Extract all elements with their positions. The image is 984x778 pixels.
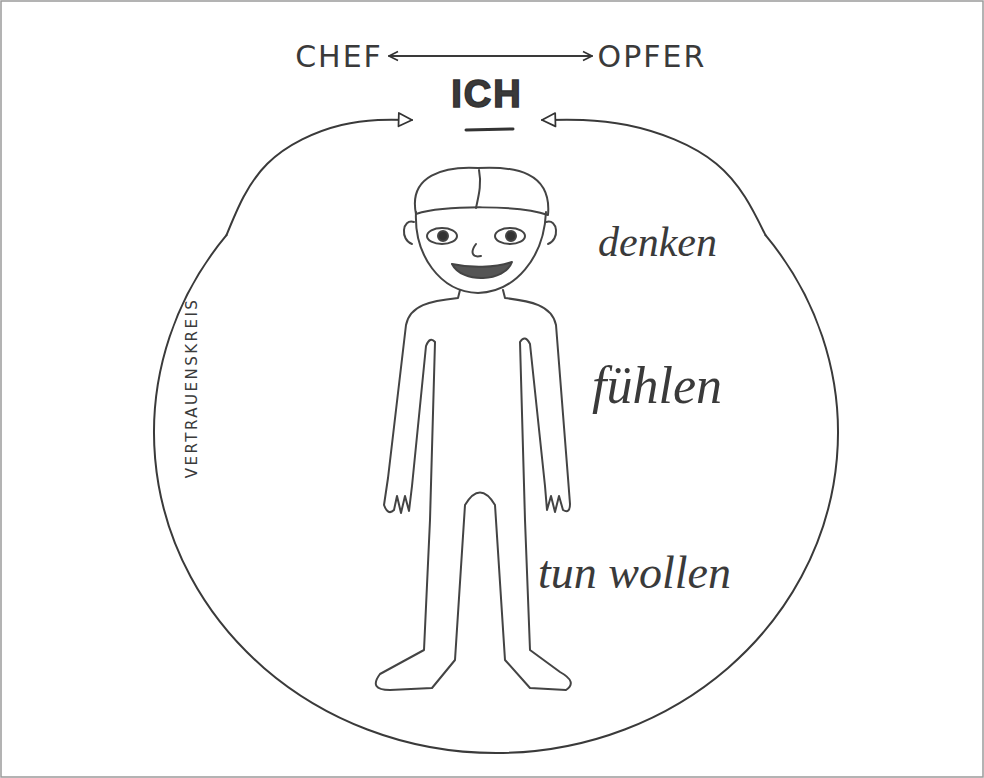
left-eye [427, 228, 457, 244]
curved-arrow [542, 120, 766, 236]
role-label-text: CHEF [293, 39, 385, 75]
role-label: CHEF [293, 39, 385, 75]
double-arrow [389, 55, 592, 57]
ich-underline [466, 129, 513, 130]
right-eye [495, 228, 525, 244]
person-figure [376, 168, 571, 690]
self-label: ICH [414, 72, 540, 132]
hair-parting [476, 170, 480, 208]
body-outline [376, 290, 571, 690]
left-pupil [438, 231, 448, 241]
circle-name: VERTRAUENSKREIS [183, 298, 201, 479]
aspect-word: tun wollen [538, 546, 731, 599]
role-label-text: OPFER [596, 39, 708, 75]
right-ear [546, 222, 556, 244]
aspect-word: denken [598, 218, 717, 266]
curved-arrow [227, 120, 413, 236]
right-pupil [506, 231, 516, 241]
trust-circle: VERTRAUENSKREIS denken fühlen tun wollen [152, 110, 840, 755]
hair [415, 168, 548, 215]
circle-outline [152, 110, 840, 755]
nose [473, 244, 481, 256]
circle-outline [154, 235, 838, 753]
face-outline [416, 212, 546, 293]
aspect-word: fühlen [592, 356, 722, 415]
self-label-text: ICH [414, 72, 540, 116]
role-label: OPFER [596, 39, 708, 75]
smile [452, 262, 512, 278]
left-ear [404, 222, 414, 244]
